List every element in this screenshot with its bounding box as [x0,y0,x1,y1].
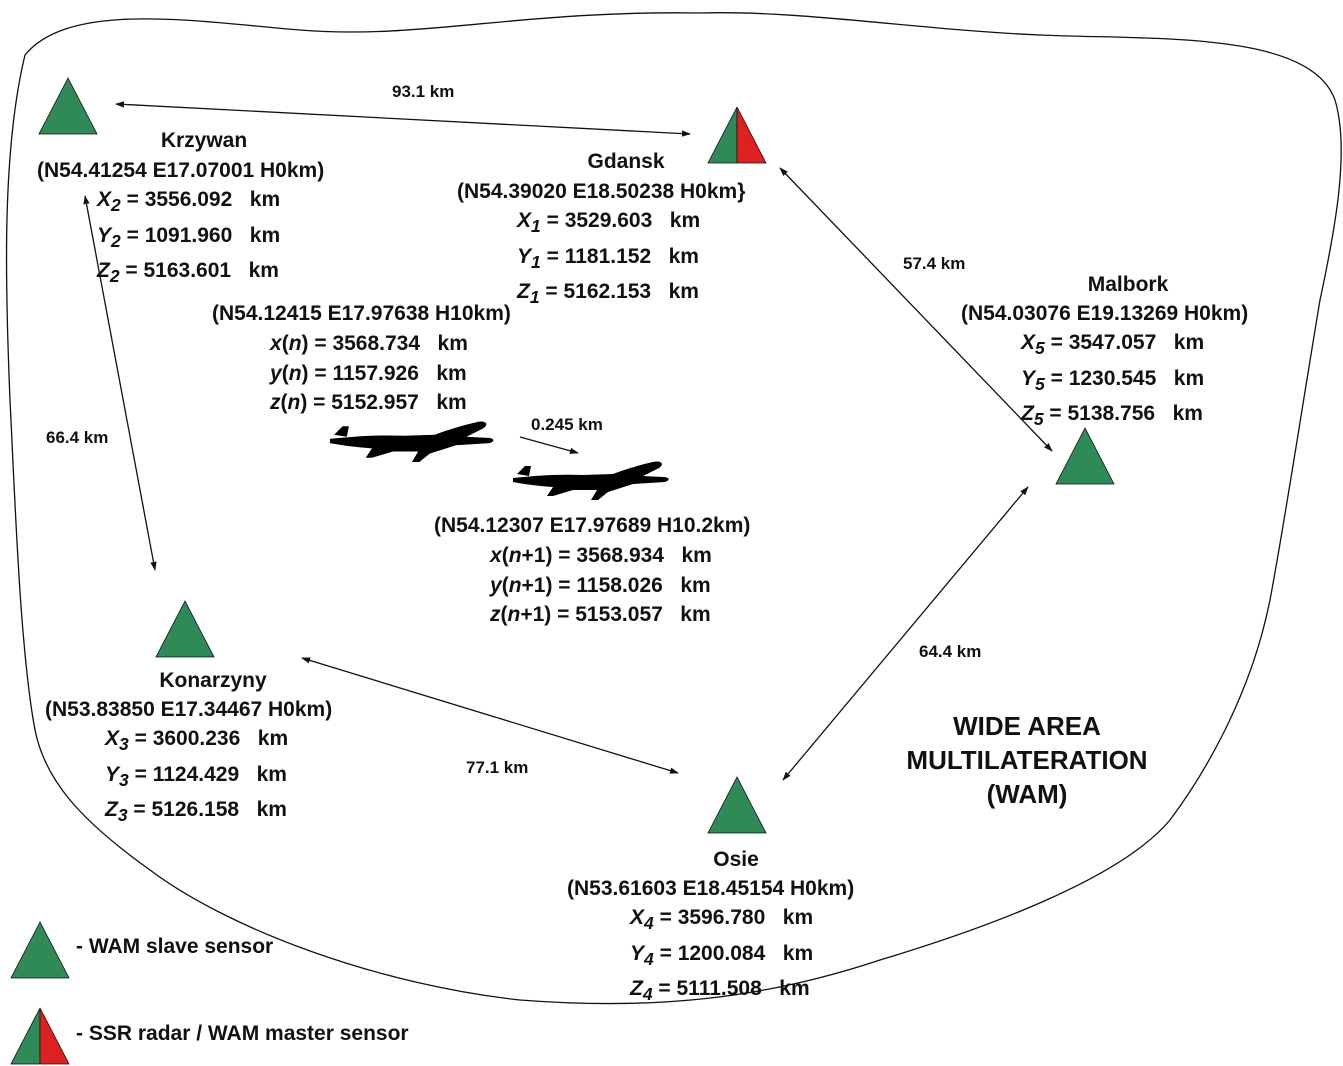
gdansk-master-sensor-icon [707,106,767,164]
malbork-sensor-icon [1055,427,1115,485]
sensor-gdansk-name: Gdansk [587,150,665,173]
sensor-osie-xyz: X4 = 3596.780 km Y4 = 1200.084 km Z4 = 5… [630,906,814,1005]
sensor-konarzyny-name: Konarzyny [159,669,267,692]
distance-osie-malbork: 64.4 km [919,642,982,661]
arrow-krzywan-gdansk [115,101,691,137]
sensor-konarzyny-xyz: X3 = 3600.236 km Y3 = 1124.429 km Z3 = 5… [105,727,289,826]
sensor-osie-coords: (N53.61603 E18.45154 H0km) [567,877,855,900]
osie-sensor-icon [707,776,767,834]
aircraft-position-n-icon [330,421,494,462]
legend-slave-sensor-icon [10,921,70,979]
title-line-1: WIDE AREA [953,711,1101,741]
aircraft-n1-xyz: x(n+1) = 3568.934 km y(n+1) = 1158.026 k… [490,544,712,626]
distance-konarzyny-osie: 77.1 km [466,758,529,777]
coverage-area-boundary [5,12,1342,1005]
arrow-gdansk-malbork [779,167,1053,452]
sensor-malbork-coords: (N54.03076 E19.13269 H0km) [961,302,1249,325]
sensor-krzywan-name: Krzywan [160,129,248,152]
title-line-2: MULTILATERATION [906,745,1148,775]
legend-master-label: - SSR radar / WAM master sensor [76,1022,409,1045]
arrow-krzywan-konarzyny [83,195,157,571]
arrow-osie-malbork [782,486,1029,781]
sensor-malbork-name: Malbork [1087,273,1169,296]
distance-aircraft-step: 0.245 km [531,415,603,434]
arrow-konarzyny-osie [301,657,679,774]
sensor-krzywan-xyz: X2 = 3556.092 km Y2 = 1091.960 km Z2 = 5… [97,188,281,287]
distance-gdansk-malbork: 57.4 km [903,254,966,273]
aircraft-n-xyz: x(n) = 3568.734 km y(n) = 1157.926 km z(… [270,332,468,414]
title-line-3: (WAM) [986,779,1068,809]
aircraft-n-coords: (N54.12415 E17.97638 H10km) [212,302,511,325]
sensor-gdansk-xyz: X1 = 3529.603 km Y1 = 1181.152 km Z1 = 5… [517,209,701,308]
sensor-malbork-xyz: X5 = 3547.057 km Y5 = 1230.545 km Z5 = 5… [1021,331,1205,430]
legend-master-sensor-icon [10,1007,70,1065]
distance-krzywan-konarzyny: 66.4 km [46,428,109,447]
aircraft-n1-coords: (N54.12307 E17.97689 H10.2km) [434,514,751,537]
diagram-title: WIDE AREA MULTILATERATION (WAM) [906,709,1147,811]
krzywan-sensor-icon [38,77,98,135]
aircraft-position-n1-icon [513,461,669,500]
sensor-konarzyny-coords: (N53.83850 E17.34467 H0km) [45,698,333,721]
sensor-krzywan-coords: (N54.41254 E17.07001 H0km) [37,159,325,182]
distance-krzywan-gdansk: 93.1 km [392,82,455,101]
sensor-gdansk-coords: (N54.39020 E18.50238 H0km} [457,180,746,203]
arrow-aircraft-step [519,436,579,454]
sensor-osie-name: Osie [713,848,759,871]
konarzyny-sensor-icon [155,600,215,658]
legend-slave-label: - WAM slave sensor [76,935,274,958]
